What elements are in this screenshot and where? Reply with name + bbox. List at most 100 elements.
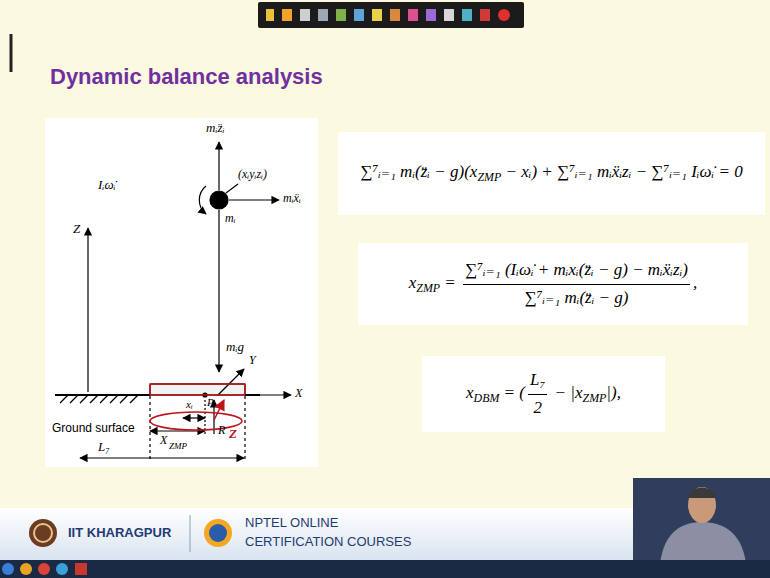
- robot-foot-illustration: [120, 395, 128, 403]
- robot-foot-illustration: [70, 395, 78, 403]
- fraction: L₇2: [525, 369, 550, 418]
- toolbar: [282, 9, 292, 21]
- toolbar: [318, 9, 328, 21]
- presenter-video: [633, 478, 770, 564]
- taskbar: [20, 563, 32, 575]
- robot-foot-illustration: [55, 394, 150, 396]
- axis-label: X: [295, 387, 302, 401]
- course-banner: CERTIFICATION COURSES: [245, 535, 411, 550]
- course-banner: NPTEL ONLINE: [245, 516, 338, 531]
- axis-label: Z: [73, 222, 80, 237]
- slide-title: Dynamic balance analysis: [50, 64, 323, 89]
- robot-foot-illustration: [218, 142, 219, 190]
- subscript-text: ZMP: [583, 391, 607, 405]
- equation-line: xZMP = ∑⁷ᵢ₌₁ (Iᵢω̇ᵢ + mᵢxᵢ(z̈ᵢ − g) − mᵢ…: [409, 259, 698, 308]
- toolbar: [480, 9, 490, 21]
- robot-foot-illustration: [55, 142, 291, 462]
- presenter-video: [633, 478, 770, 564]
- reaction-label: R: [218, 424, 225, 438]
- dimension-subscript: ZMP: [169, 441, 187, 451]
- robot-foot-illustration: [100, 395, 108, 403]
- top-strip: [0, 0, 770, 72]
- taskbar: [2, 563, 14, 575]
- red-annotation: [150, 384, 245, 430]
- numerator-text: L₇: [528, 369, 547, 394]
- robot-foot-illustration: [226, 184, 238, 193]
- taskbar: [0, 560, 770, 578]
- toolbar: [390, 9, 400, 21]
- handwritten-label: Z: [229, 427, 237, 442]
- footer-band: [29, 519, 57, 547]
- robot-foot-illustration: [218, 210, 219, 372]
- taskbar: [0, 560, 770, 578]
- robot-foot-illustration: [87, 228, 88, 392]
- ground-label: Ground surface: [52, 422, 135, 436]
- presenter-video: [633, 478, 770, 564]
- toolbar: [258, 2, 524, 28]
- presenter-video: [688, 488, 716, 499]
- red-annotation: [150, 384, 245, 395]
- toolbar: [354, 9, 364, 21]
- dimension-label: xᵢ: [186, 398, 193, 411]
- moment-label: Iᵢω̇ᵢ: [98, 178, 116, 193]
- equation-text: =: [440, 273, 460, 292]
- robot-foot-illustration: [210, 191, 228, 209]
- force-label: mᵢẍᵢ: [283, 192, 301, 206]
- subscript-text: ZMP: [477, 170, 501, 184]
- toolbar: [498, 9, 510, 21]
- denominator-text: ∑⁷ᵢ₌₁ mᵢ(z̈ᵢ − g): [523, 285, 631, 309]
- equation-text: x: [466, 383, 474, 402]
- equation-text: − |x: [550, 383, 582, 402]
- force-label: mᵢg: [226, 340, 244, 355]
- robot-foot-illustration: [149, 396, 150, 462]
- axis-label: Y: [249, 354, 256, 368]
- equation-text: = (: [499, 383, 525, 402]
- toolbar: [426, 9, 436, 21]
- equation-text: − xᵢ) + ∑⁷ᵢ₌₁ mᵢẍᵢzᵢ − ∑⁷ᵢ₌₁ Iᵢω̇ᵢ = 0: [501, 162, 743, 181]
- equation-text: |),: [606, 383, 621, 402]
- robot-foot-illustration: [218, 369, 244, 395]
- institute-name: IIT KHARAGPUR: [68, 526, 171, 541]
- equation-text: x: [409, 273, 417, 292]
- equation-text: ,: [693, 273, 697, 292]
- red-annotation: [150, 412, 242, 430]
- equation-line: ∑⁷ᵢ₌₁ mᵢ(z̈ᵢ − g)(xZMP − xᵢ) + ∑⁷ᵢ₌₁ mᵢx…: [360, 161, 742, 186]
- top-strip: [0, 0, 770, 32]
- subscript-text: DBM: [474, 391, 500, 405]
- toolbar: [444, 9, 454, 21]
- robot-foot-illustration: [60, 395, 68, 403]
- red-annotation: [214, 400, 224, 420]
- equation-box: ∑⁷ᵢ₌₁ mᵢ(z̈ᵢ − g)(xZMP − xᵢ) + ∑⁷ᵢ₌₁ mᵢx…: [338, 132, 765, 215]
- robot-foot-illustration: [183, 417, 205, 418]
- top-strip: [10, 34, 13, 72]
- toolbar: [372, 9, 382, 21]
- fraction: ∑⁷ᵢ₌₁ (Iᵢω̇ᵢ + mᵢxᵢ(z̈ᵢ − g) − mᵢẍᵢzᵢ)∑…: [460, 259, 693, 308]
- mass-label: mᵢ: [225, 212, 236, 226]
- toolbar: [462, 9, 472, 21]
- footer-band: [204, 519, 232, 547]
- footer-band: [34, 524, 52, 542]
- point-label: P: [207, 396, 214, 409]
- presenter-video: [660, 522, 746, 564]
- dimension-label: X: [160, 434, 167, 448]
- toolbar: [300, 9, 310, 21]
- figure-panel: [45, 118, 318, 467]
- toolbar: [266, 9, 274, 21]
- footer-band: [190, 515, 191, 552]
- equation-line: xDBM = (L₇2 − |xZMP|),: [466, 369, 621, 418]
- coordinate-label: (xᵢyᵢzᵢ): [238, 168, 267, 182]
- taskbar: [38, 563, 50, 575]
- robot-foot-illustration: [245, 394, 291, 395]
- robot-foot-illustration: [90, 395, 98, 403]
- taskbar: [56, 563, 68, 575]
- presenter-video: [688, 487, 716, 523]
- robot-foot-illustration: [229, 199, 279, 200]
- equation-box: xDBM = (L₇2 − |xZMP|),: [422, 356, 665, 432]
- figure-panel: [45, 118, 318, 467]
- equation-text: ∑⁷ᵢ₌₁ mᵢ(z̈ᵢ − g)(x: [360, 162, 477, 181]
- toolbar: [408, 9, 418, 21]
- robot-foot-illustration: [199, 186, 206, 214]
- taskbar: [75, 563, 87, 575]
- toolbar: [258, 2, 524, 28]
- equation-box: xZMP = ∑⁷ᵢ₌₁ (Iᵢω̇ᵢ + mᵢxᵢ(z̈ᵢ − g) − mᵢ…: [358, 243, 748, 325]
